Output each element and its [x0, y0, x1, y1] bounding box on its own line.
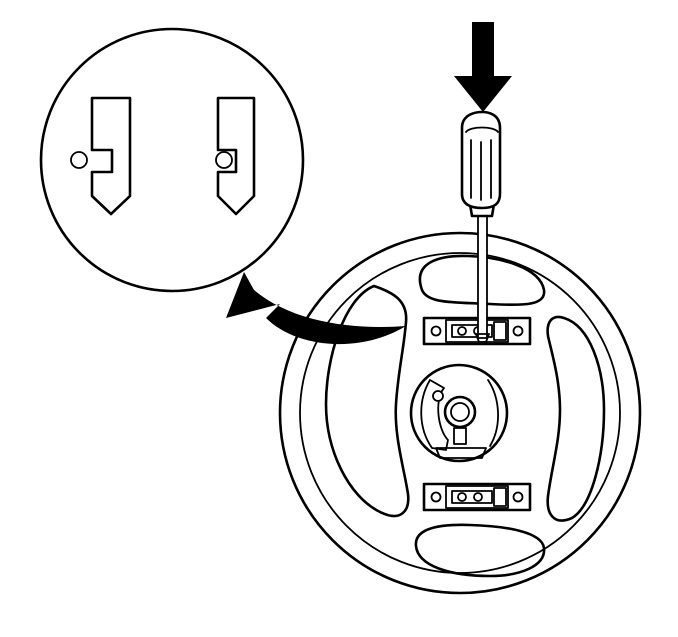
- curved-arrow-icon: [226, 272, 406, 345]
- hub-outer: [409, 363, 509, 463]
- release-clip-open: [70, 96, 132, 216]
- release-clip-engaged: [215, 96, 256, 216]
- opening-bottom: [414, 523, 546, 578]
- detail-circle: [39, 27, 305, 293]
- hub-bolt: [443, 395, 477, 429]
- release-slot-upper: [422, 316, 532, 346]
- opening-top: [418, 254, 546, 307]
- wheel-hub: [409, 363, 509, 463]
- screwdriver-icon: [460, 110, 502, 343]
- steering-wheel: [278, 231, 642, 595]
- spring-pin-released: [70, 151, 88, 169]
- wheel-rim-outer: [278, 231, 642, 595]
- opening-left: [324, 284, 410, 518]
- hub-small-pin: [432, 390, 444, 402]
- spring-pin-engaged: [215, 151, 233, 169]
- detail-view: [39, 27, 305, 293]
- release-slot-lower: [422, 482, 532, 512]
- opening-right: [546, 315, 606, 522]
- arrow-down-icon: [454, 22, 512, 112]
- screwdriver-shaft: [477, 211, 488, 339]
